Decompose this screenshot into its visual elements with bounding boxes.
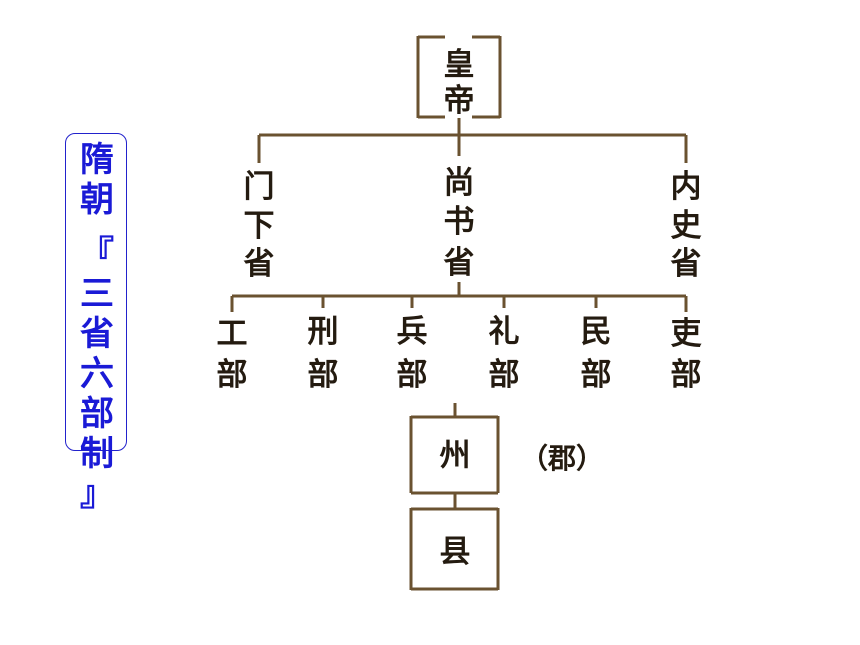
ministry-li-personnel: 吏 部 [671,316,703,393]
prefecture-label: 州 [440,438,471,474]
county-label: 县 [440,534,471,570]
title-char: 隋 [80,140,114,180]
county-box-frame [409,507,500,591]
shangshu-char: 书 [444,204,475,240]
ministry-char: 吏 [671,316,703,352]
shangshu-char: 尚 [444,165,475,201]
ministry-char: 部 [581,357,612,393]
ministry-char: 民 [581,314,612,350]
title-char: 三 [80,274,114,314]
menxia-char: 门 [244,169,275,205]
ministry-bing: 兵 部 [397,314,428,393]
neishi-char: 内 [671,169,702,205]
ministry-char: 礼 [489,314,520,350]
ministry-char: 工 [217,316,248,352]
menxia-char: 下 [244,208,275,244]
ministry-gong: 工 部 [217,316,248,393]
title-panel: 隋 朝 『 三 省 六 部 制 』 [65,133,127,514]
title-char: 朝 [80,180,114,220]
emperor-node: 皇 帝 [444,47,475,119]
ministry-xing: 刑 部 [308,314,339,393]
ministry-char: 部 [671,357,702,393]
shangshu-node: 尚 书 省 [444,165,475,281]
title-char: 制 [80,434,114,474]
emperor-char: 皇 [444,47,475,83]
menxia-char: 省 [244,246,275,282]
neishi-char: 省 [671,246,702,282]
ministry-min: 民 部 [581,314,612,393]
neishi-char: 史 [671,208,702,244]
title-char: 省 [80,314,114,354]
emperor-box-frame [416,35,502,119]
title-char: 部 [80,394,114,434]
emperor-char: 帝 [444,83,475,119]
menxia-node: 门 下 省 [244,169,275,282]
ministry-li: 礼 部 [489,314,520,393]
title-char: 』 [80,474,114,514]
shangshu-char: 省 [444,245,475,281]
prefecture-node: 州 [440,438,471,474]
prefecture-note: （郡） [520,442,604,475]
title-char: 六 [80,354,114,394]
ministry-char: 部 [397,357,428,393]
ministry-char: 部 [489,357,520,393]
title-char: 『 [80,234,114,274]
ministry-char: 部 [308,357,339,393]
title-text: 隋 朝 『 三 省 六 部 制 』 [66,140,128,514]
neishi-node: 内 史 省 [671,169,702,282]
ministry-char: 刑 [308,314,339,350]
county-node: 县 [440,534,471,570]
ministry-char: 部 [217,357,248,393]
ministry-char: 兵 [397,314,428,350]
connector-lines [230,35,688,591]
